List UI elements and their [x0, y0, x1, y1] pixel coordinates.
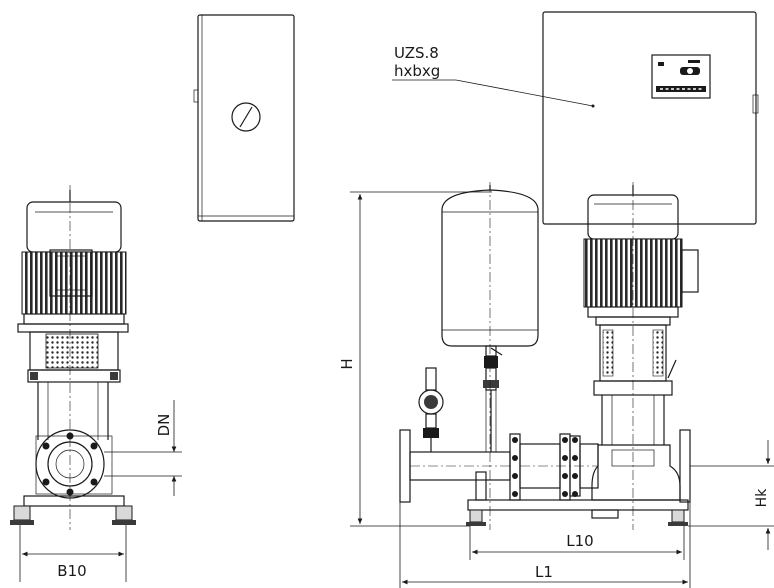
- controller-model-label: UZS.8: [394, 44, 439, 62]
- b10-label: B10: [57, 562, 86, 580]
- l10-label: L10: [566, 532, 593, 550]
- controller-side-view: [193, 14, 295, 222]
- pump-casing: [591, 444, 681, 501]
- h-dimension: H: [338, 191, 492, 527]
- manifold-pipe: [399, 429, 511, 503]
- control-panel-display: [651, 54, 711, 99]
- front-view-pump: [583, 185, 699, 503]
- controller-dims-label: hxbxg: [394, 62, 440, 80]
- manifold-valves: [509, 433, 599, 501]
- side-motor-fins: [21, 251, 127, 315]
- dn-label: DN: [155, 414, 173, 437]
- b10-dimension: B10: [19, 525, 127, 582]
- side-terminal-box: [49, 249, 93, 297]
- l1-label: L1: [535, 563, 553, 581]
- controller-callout: UZS.8 hxbxg: [392, 44, 594, 107]
- side-view-pump: [10, 185, 136, 530]
- front-terminal-box: [681, 249, 699, 293]
- side-coupling-guard: [45, 333, 99, 369]
- hk-label: Hk: [754, 488, 770, 508]
- l1-dimension: L1: [399, 502, 691, 588]
- dn-dimension: DN: [104, 400, 182, 496]
- base-frame: [466, 499, 689, 526]
- l10-dimension: L10: [469, 526, 685, 560]
- pressure-gauge-icon: [418, 367, 444, 452]
- hk-dimension: Hk: [688, 440, 774, 550]
- vessel-valve: [483, 347, 503, 452]
- h-label: H: [338, 358, 356, 369]
- lock-handle-icon: [231, 102, 261, 132]
- controller-cabinet: [542, 11, 759, 225]
- side-motor-cover: [26, 201, 122, 253]
